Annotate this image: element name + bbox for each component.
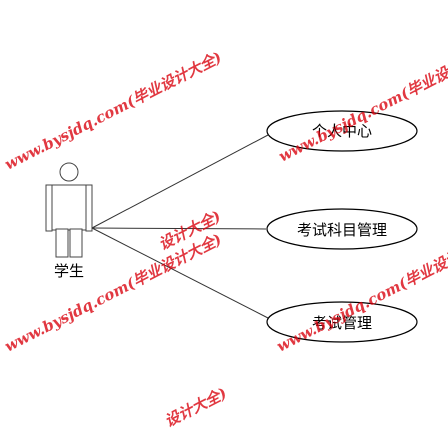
use-case-exam-management [266, 301, 418, 343]
use-case-label-exam-subject-management: 考试科目管理 [297, 221, 387, 239]
association-line-exam-management [91, 227, 269, 319]
actor-head [59, 162, 79, 182]
actor-figure [45, 162, 93, 258]
actor-body [51, 184, 87, 231]
association-line-personal-center [91, 134, 269, 229]
association-line-exam-subject-management [91, 227, 267, 230]
actor-label: 学生 [54, 262, 84, 280]
use-case-label-personal-center: 个人中心 [312, 122, 372, 140]
watermark-text: 设计大全) [162, 384, 230, 431]
use-case-exam-subject-management [266, 208, 418, 250]
watermark-text: www.bysjdq.com(毕业设计大全) [2, 230, 225, 355]
actor-left-leg [55, 228, 69, 258]
actor-right-arm [85, 184, 93, 232]
actor-right-leg [69, 228, 83, 258]
use-case-label-exam-management: 考试管理 [312, 314, 372, 332]
actor-left-arm [45, 184, 53, 232]
watermark-text: www.bysjdq.com(毕业设计大全) [2, 48, 225, 173]
use-case-personal-center [266, 110, 418, 152]
